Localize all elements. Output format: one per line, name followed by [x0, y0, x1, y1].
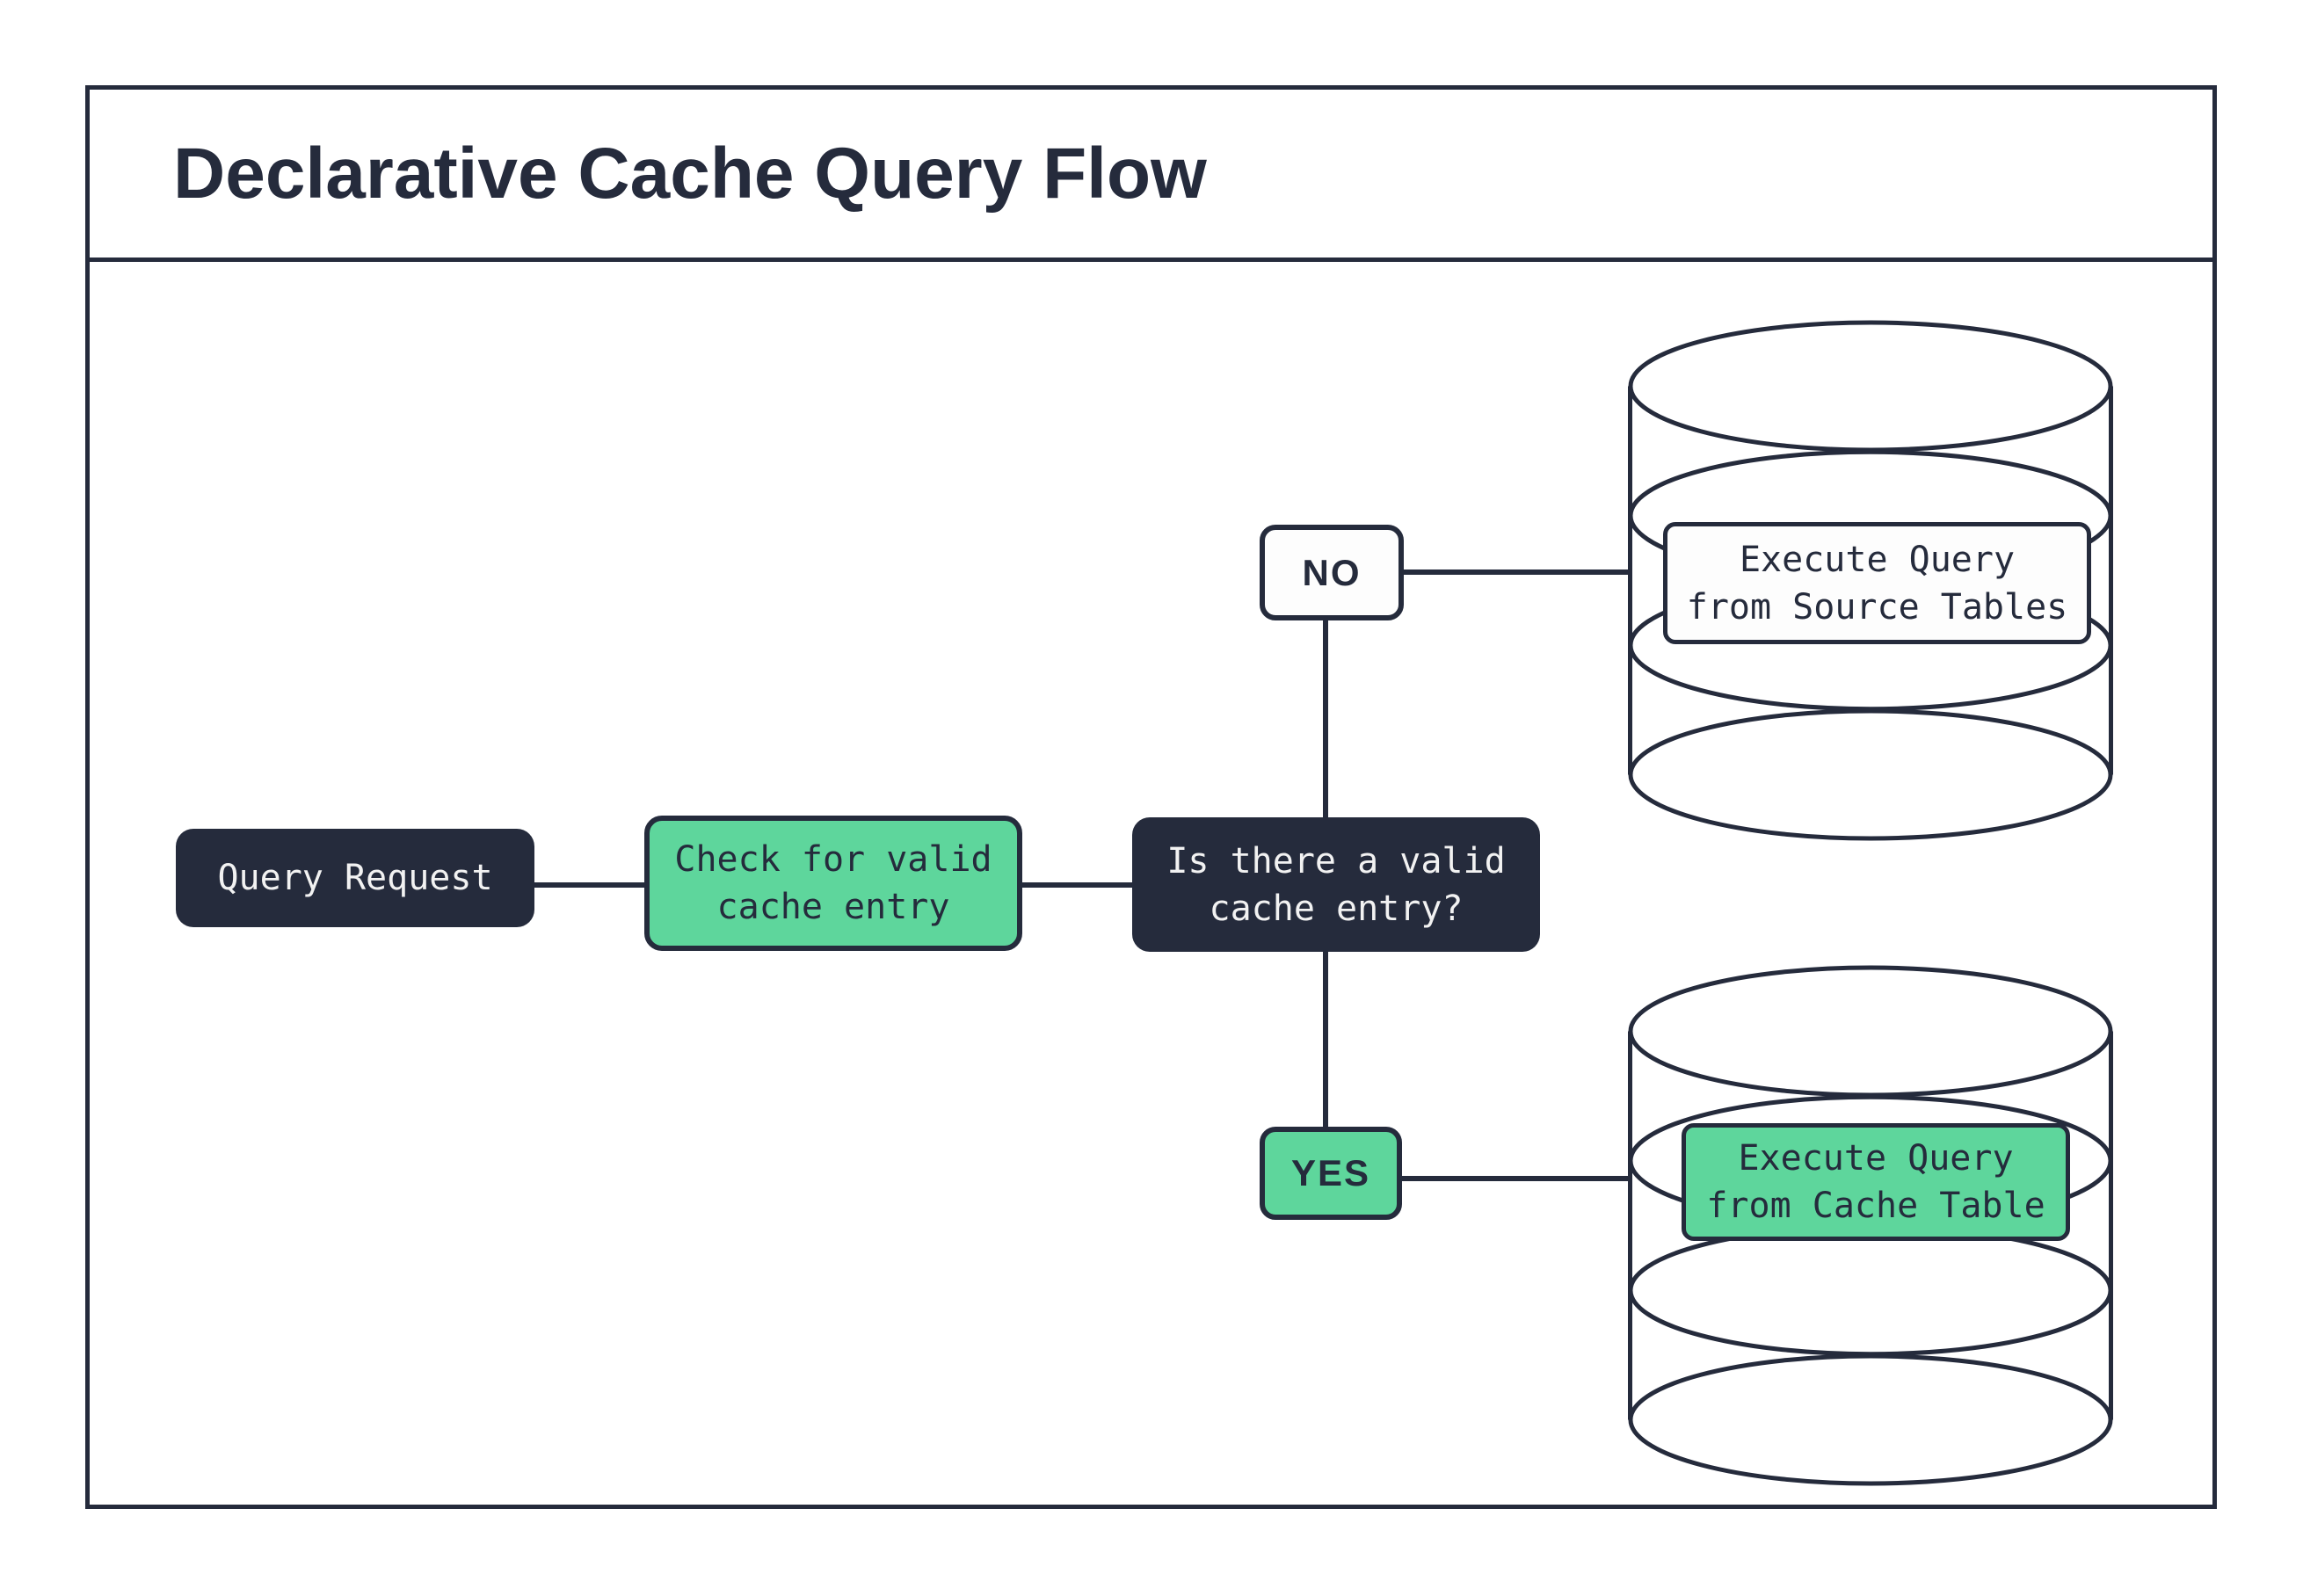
header: Declarative Cache Query Flow — [90, 90, 2212, 262]
decision-line2: cache entry? — [1209, 888, 1464, 929]
no-branch-label: NO — [1260, 525, 1404, 620]
check-cache-line1: Check for valid — [674, 839, 992, 880]
execute-source-line1: Execute Query — [1739, 539, 2016, 580]
execute-source-node: Execute Query from Source Tables — [1663, 522, 2091, 644]
decision-line1: Is there a valid — [1166, 840, 1506, 881]
query-request-node: Query Request — [176, 829, 534, 927]
connector-decision-to-yes — [1323, 949, 1328, 1130]
cache-database-cylinder-icon — [1628, 965, 2113, 1486]
execute-cache-line2: from Cache Table — [1706, 1186, 2045, 1226]
connector-yes-to-cache-db — [1400, 1176, 1631, 1181]
connector-check-to-decision — [1021, 882, 1135, 888]
execute-cache-line1: Execute Query — [1738, 1138, 2014, 1179]
check-cache-line2: cache entry — [716, 887, 950, 927]
no-label-text: NO — [1302, 551, 1362, 593]
query-request-label: Query Request — [217, 858, 493, 898]
yes-label-text: YES — [1290, 1152, 1371, 1193]
connector-query-to-check — [533, 882, 647, 888]
check-cache-node: Check for valid cache entry — [644, 816, 1022, 951]
decision-node: Is there a valid cache entry? — [1132, 817, 1540, 952]
execute-cache-node: Execute Query from Cache Table — [1682, 1123, 2070, 1241]
page-title: Declarative Cache Query Flow — [173, 133, 1207, 214]
connector-decision-to-no — [1323, 619, 1328, 821]
connector-no-to-source-db — [1402, 569, 1631, 575]
execute-source-line2: from Source Tables — [1686, 586, 2068, 628]
yes-branch-label: YES — [1260, 1127, 1402, 1220]
